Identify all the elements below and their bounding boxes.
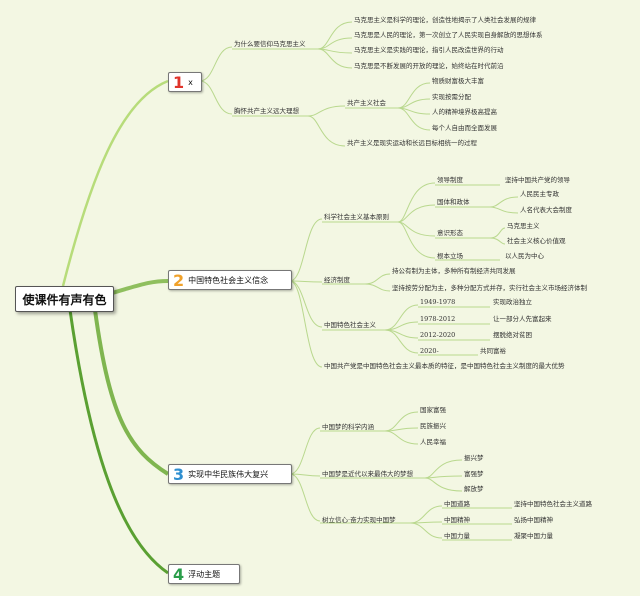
topic-3-sub-2[interactable]: 中国梦是近代以来最伟大的梦想 bbox=[322, 470, 413, 478]
period-1-year[interactable]: 1949-1978 bbox=[420, 298, 456, 306]
topic-3-group-2-item-1[interactable]: 弘扬中国精神 bbox=[514, 516, 553, 524]
topic-1-sub-2-item-3[interactable]: 人的精神境界极高提高 bbox=[432, 108, 497, 116]
topic-3-sub-1-item-3[interactable]: 人民幸福 bbox=[420, 438, 446, 446]
topic-2-sub-1[interactable]: 科学社会主义基本原则 bbox=[324, 213, 389, 221]
topic-1-sub-1[interactable]: 为什么要信仰马克思主义 bbox=[234, 40, 306, 48]
topic-1-sub-1-item-4[interactable]: 马克思是不断发展的开放的理论，始终站在时代前沿 bbox=[354, 62, 504, 70]
topic-3-number: 3 bbox=[173, 464, 185, 484]
topic-3-sub-3[interactable]: 树立信心·奋力实现中国梦 bbox=[322, 516, 396, 524]
topic-3-sub-1[interactable]: 中国梦的科学内涵 bbox=[322, 423, 374, 431]
topic-4-number: 4 bbox=[173, 564, 185, 584]
period-2-year[interactable]: 1978-2012 bbox=[420, 315, 456, 323]
root-topic-label: 使课件有声有色 bbox=[22, 292, 107, 307]
topic-2-sub-4[interactable]: 中国共产党是中国特色社会主义最本质的特征，是中国特色社会主义制度的最大优势 bbox=[324, 362, 565, 370]
topic-3-group-1[interactable]: 中国道路 bbox=[444, 500, 470, 508]
topic-1-sub-2[interactable]: 胸怀共产主义远大理想 bbox=[234, 107, 299, 115]
topic-2-sub-2[interactable]: 经济制度 bbox=[324, 276, 350, 284]
topic-3-sub-2-item-2[interactable]: 富强梦 bbox=[464, 470, 484, 478]
topic-2-label: 中国特色社会主义信念 bbox=[188, 275, 269, 285]
topic-2-group-3-item-1[interactable]: 马克思主义 bbox=[507, 222, 540, 230]
topic-1-sub-2-item-2[interactable]: 实现按需分配 bbox=[432, 93, 471, 101]
main-topic-2[interactable]: 2 中国特色社会主义信念 bbox=[168, 270, 292, 290]
topic-1-sub-2-group[interactable]: 共产主义社会 bbox=[347, 99, 386, 107]
topic-1-sub-1-item-2[interactable]: 马克思是人民的理论，第一次创立了人民实现自身解放的思想体系 bbox=[354, 31, 543, 39]
topic-2-group-2-item-1[interactable]: 人民民主专政 bbox=[520, 190, 559, 198]
main-topic-4[interactable]: 4 浮动主题 bbox=[168, 564, 240, 584]
topic-2-number: 2 bbox=[173, 270, 185, 290]
branch-2-lines bbox=[289, 182, 519, 368]
root-topic[interactable]: 使课件有声有色 bbox=[15, 286, 114, 312]
period-4-desc[interactable]: 共同富裕 bbox=[480, 347, 506, 355]
period-2-desc[interactable]: 让一部分人先富起来 bbox=[493, 315, 552, 323]
topic-1-sub-1-item-3[interactable]: 马克思主义是实践的理论，指引人民改造世界的行动 bbox=[354, 46, 504, 54]
main-topic-3[interactable]: 3 实现中华民族伟大复兴 bbox=[168, 464, 292, 484]
topic-2-group-3[interactable]: 意识形态 bbox=[437, 229, 463, 237]
topic-3-group-1-item-1[interactable]: 坚持中国特色社会主义道路 bbox=[514, 500, 592, 508]
branch-4-connector bbox=[68, 309, 169, 575]
period-3-year[interactable]: 2012-2020 bbox=[420, 331, 456, 339]
topic-3-sub-2-item-3[interactable]: 解放梦 bbox=[464, 485, 484, 493]
topic-3-group-3[interactable]: 中国力量 bbox=[444, 532, 470, 540]
topic-1-sub-1-item-1[interactable]: 马克思主义是科学的理论，创造性地揭示了人类社会发展的规律 bbox=[354, 16, 536, 24]
branch-1-lines bbox=[199, 21, 431, 147]
topic-2-group-2-item-2[interactable]: 人名代表大会制度 bbox=[520, 206, 572, 214]
topic-2-sub-2-item-2[interactable]: 坚持按劳分配为主，多种分配方式并存，实行社会主义市场经济体制 bbox=[392, 284, 587, 292]
topic-3-label: 实现中华民族伟大复兴 bbox=[188, 469, 269, 479]
branch-2-connector bbox=[111, 279, 169, 295]
period-4-year[interactable]: 2020- bbox=[420, 347, 439, 355]
topic-3-group-2[interactable]: 中国精神 bbox=[444, 516, 470, 524]
period-1-desc[interactable]: 实现政治独立 bbox=[493, 298, 532, 306]
topic-3-sub-2-item-1[interactable]: 振兴梦 bbox=[464, 454, 484, 462]
main-topic-1[interactable]: 1 x bbox=[168, 72, 202, 92]
period-3-desc[interactable]: 摆脱绝对贫困 bbox=[493, 331, 532, 339]
topic-2-sub-2-item-1[interactable]: 持公有制为主体，多种所有制经济共同发展 bbox=[392, 267, 516, 275]
topic-1-sub-2-item-4[interactable]: 每个人自由而全面发展 bbox=[432, 124, 497, 132]
topic-1-sub-2-item-1[interactable]: 物质财富极大丰富 bbox=[432, 77, 484, 85]
topic-3-sub-1-item-1[interactable]: 国家富强 bbox=[420, 406, 446, 414]
topic-2-group-4[interactable]: 根本立场 bbox=[437, 252, 463, 260]
topic-1-sub-2-extra[interactable]: 共产主义是现实运动和长远目标相统一的过程 bbox=[347, 139, 477, 147]
topic-1-label: x bbox=[188, 77, 193, 87]
topic-4-label: 浮动主题 bbox=[188, 569, 221, 579]
topic-2-group-2[interactable]: 国体和政体 bbox=[437, 198, 470, 206]
topic-2-group-4-item-1[interactable]: 以人民为中心 bbox=[505, 252, 544, 260]
branch-3-connector bbox=[93, 309, 170, 476]
branch-1-connector bbox=[61, 79, 169, 287]
topic-2-group-1[interactable]: 领导制度 bbox=[437, 176, 463, 184]
branch-3-lines bbox=[289, 411, 512, 541]
topic-3-group-3-item-1[interactable]: 凝聚中国力量 bbox=[514, 532, 553, 540]
topic-1-number: 1 bbox=[173, 72, 185, 92]
topic-2-sub-3[interactable]: 中国特色社会主义 bbox=[324, 321, 376, 329]
topic-3-sub-1-item-2[interactable]: 民族振兴 bbox=[420, 422, 446, 430]
topic-2-group-1-item-1[interactable]: 坚持中国共产党的领导 bbox=[505, 176, 570, 184]
topic-2-group-3-item-2[interactable]: 社会主义核心价值观 bbox=[507, 237, 566, 245]
